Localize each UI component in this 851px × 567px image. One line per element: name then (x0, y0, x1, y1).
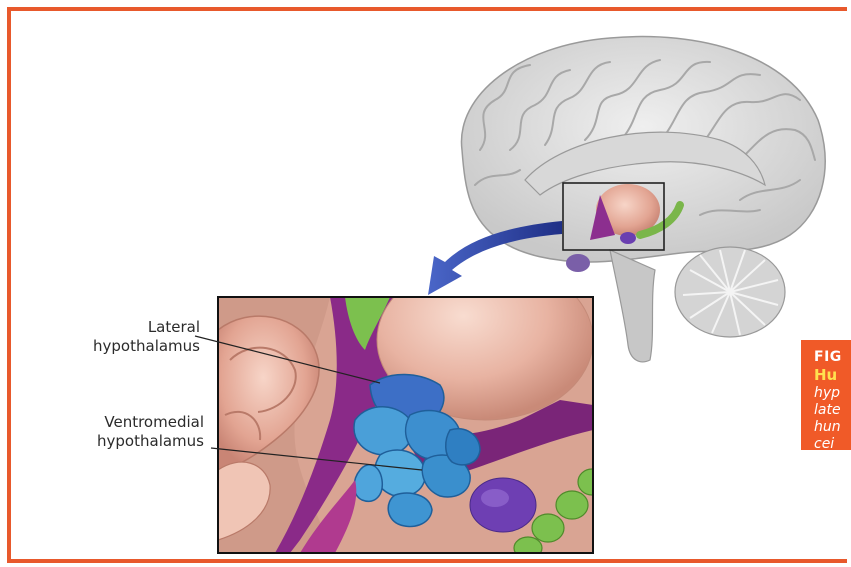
hypothalamus-inset (218, 260, 606, 559)
ventromedial-label-line2: hypothalamus (40, 432, 204, 451)
ventromedial-hypothalamus-label: Ventromedial hypothalamus (40, 413, 204, 451)
caption-figure-number: FIG (814, 348, 851, 366)
caption-body-line: hyp (814, 385, 851, 402)
caption-body-line: hun (814, 419, 851, 436)
ventromedial-label-line1: Ventromedial (40, 413, 204, 432)
caption-body-line: late (814, 402, 851, 419)
lateral-label-line1: Lateral (60, 318, 200, 337)
figure-caption-box: FIG Hu hyp late hun cei (801, 340, 851, 450)
lateral-hypothalamus-label: Lateral hypothalamus (60, 318, 200, 356)
caption-title: Hu (814, 366, 851, 385)
caption-body-line: cei (814, 436, 851, 450)
lateral-label-line2: hypothalamus (60, 337, 200, 356)
